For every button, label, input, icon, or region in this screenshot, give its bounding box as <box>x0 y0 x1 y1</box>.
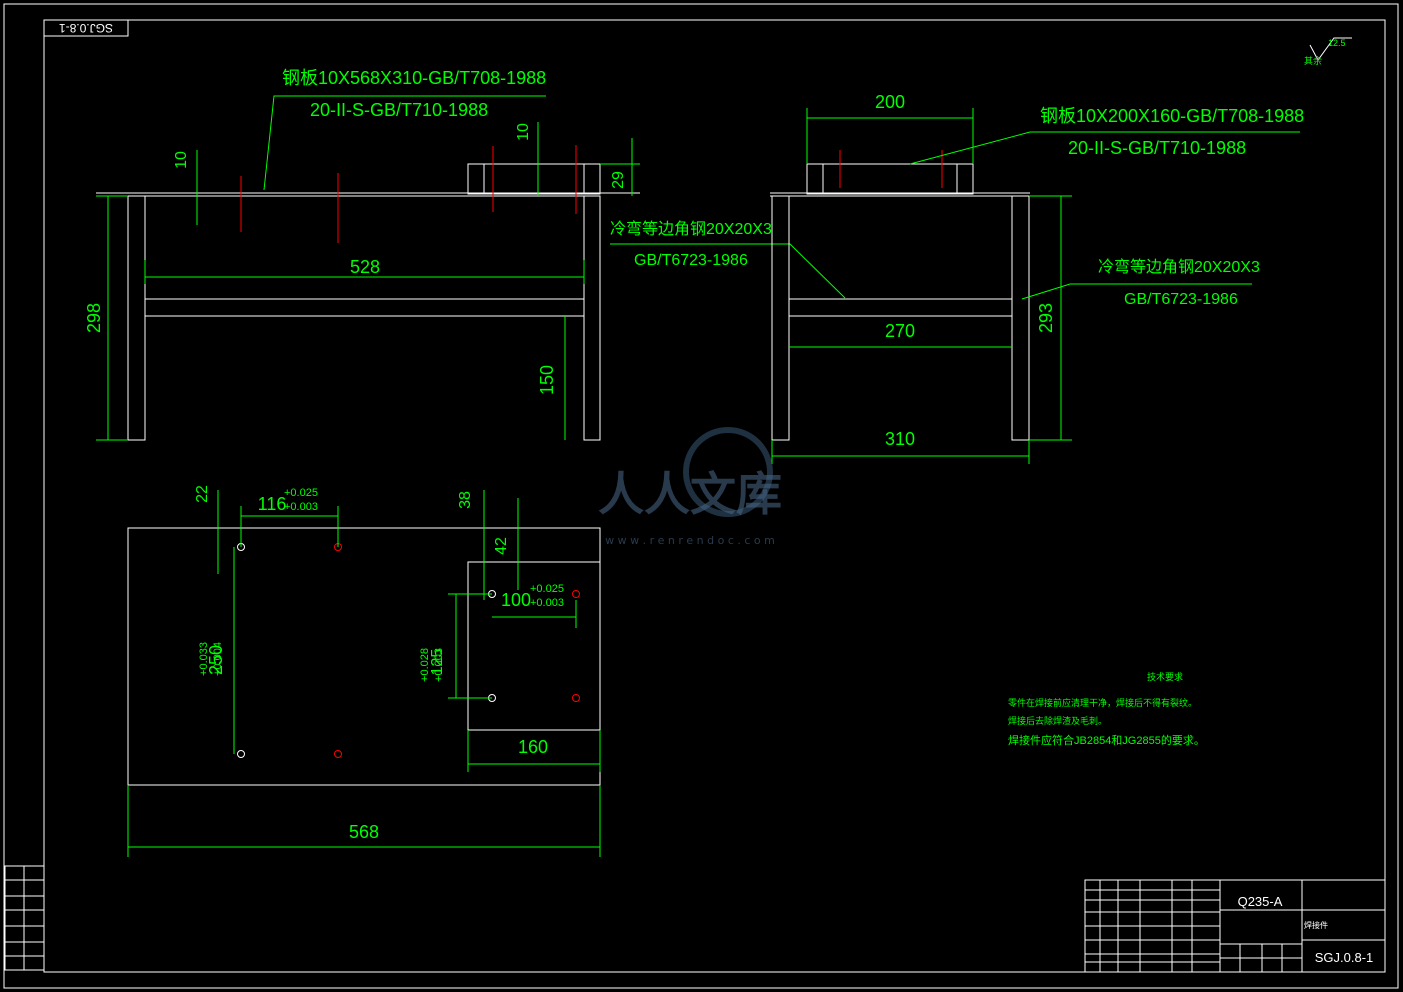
dim-125: 125 <box>429 649 446 676</box>
drawing-number-flipped: SGJ.0.8-1 <box>59 21 113 35</box>
svg-text:12.5: 12.5 <box>1328 38 1346 48</box>
title-block <box>1084 879 1386 973</box>
svg-text:其余: 其余 <box>1304 55 1322 66</box>
tol-100-upper: +0.025 <box>530 583 564 595</box>
front-view <box>96 145 640 441</box>
title-drawing-number: SGJ.0.8-1 <box>1315 950 1374 965</box>
dim-22: 22 <box>194 485 211 503</box>
dim-310: 310 <box>885 429 915 449</box>
tol-125-upper: +0.028 <box>419 648 431 682</box>
front-angle-callout-1: 冷弯等边角钢20X20X3 <box>610 220 772 238</box>
tech-note-3: 焊接件应符合JB2854和JG2855的要求。 <box>1008 733 1205 747</box>
watermark-logo-icon <box>683 427 773 517</box>
side-plate-callout-2: 20-II-S-GB/T710-1988 <box>1068 138 1246 158</box>
front-view-dimensions <box>96 95 846 441</box>
title-part-name: 焊接件 <box>1304 920 1328 930</box>
dim-293: 293 <box>1036 303 1056 333</box>
dim-100: 100 <box>501 590 531 610</box>
tech-notes-title: 技术要求 <box>1147 671 1183 682</box>
dim-116: 116 <box>258 494 287 514</box>
inner-border <box>43 19 1386 973</box>
tol-250-lower: +0.004 <box>212 642 224 676</box>
dim-250: 250 <box>206 645 226 675</box>
drawing-number-box <box>43 19 129 37</box>
dim-150: 150 <box>537 365 557 395</box>
watermark: 人人文库 w w w . r e n r e n d o c . c o m <box>598 427 782 547</box>
outer-border <box>3 3 1399 989</box>
dim-528: 528 <box>350 257 380 277</box>
top-view-dimensions <box>127 490 601 857</box>
tol-125-lower: +0.003 <box>433 648 445 682</box>
tol-116-lower: +0.003 <box>284 501 318 513</box>
side-view <box>770 150 1030 441</box>
tol-116-upper: +0.025 <box>284 487 318 499</box>
side-view-dimensions <box>771 108 1300 464</box>
left-side-block <box>4 865 45 971</box>
dim-42: 42 <box>493 537 510 555</box>
dim-38: 38 <box>457 491 474 509</box>
roughness-symbol: 12.5 其余 <box>1304 37 1352 66</box>
tech-note-2: 焊接后去除焊渣及毛刺。 <box>1008 715 1107 726</box>
dim-29: 29 <box>610 171 627 189</box>
front-plate-callout-2: 20-II-S-GB/T710-1988 <box>310 100 488 120</box>
dim-200: 200 <box>875 92 905 112</box>
side-plate-callout-1: 钢板10X200X160-GB/T708-1988 <box>1040 106 1304 126</box>
tech-note-1: 零件在焊接前应清理干净，焊接后不得有裂纹。 <box>1008 697 1197 708</box>
dim-568: 568 <box>349 822 379 842</box>
dim-10a: 10 <box>173 151 190 169</box>
dim-270: 270 <box>885 321 915 341</box>
dim-10b: 10 <box>515 123 532 141</box>
tol-100-lower: +0.003 <box>530 597 564 609</box>
watermark-url: w w w . r e n r e n d o c . c o m <box>605 534 775 547</box>
dim-160: 160 <box>518 737 548 757</box>
front-angle-callout-2: GB/T6723-1986 <box>634 252 748 269</box>
side-angle-callout-2: GB/T6723-1986 <box>1124 291 1238 308</box>
front-plate-callout-1: 钢板10X568X310-GB/T708-1988 <box>282 68 546 88</box>
tol-250-upper: +0.033 <box>198 642 210 676</box>
title-material: Q235-A <box>1238 894 1283 909</box>
watermark-text: 人人文库 <box>598 467 782 521</box>
side-angle-callout-1: 冷弯等边角钢20X20X3 <box>1098 258 1260 276</box>
dim-298: 298 <box>84 303 104 333</box>
top-view <box>127 527 601 786</box>
